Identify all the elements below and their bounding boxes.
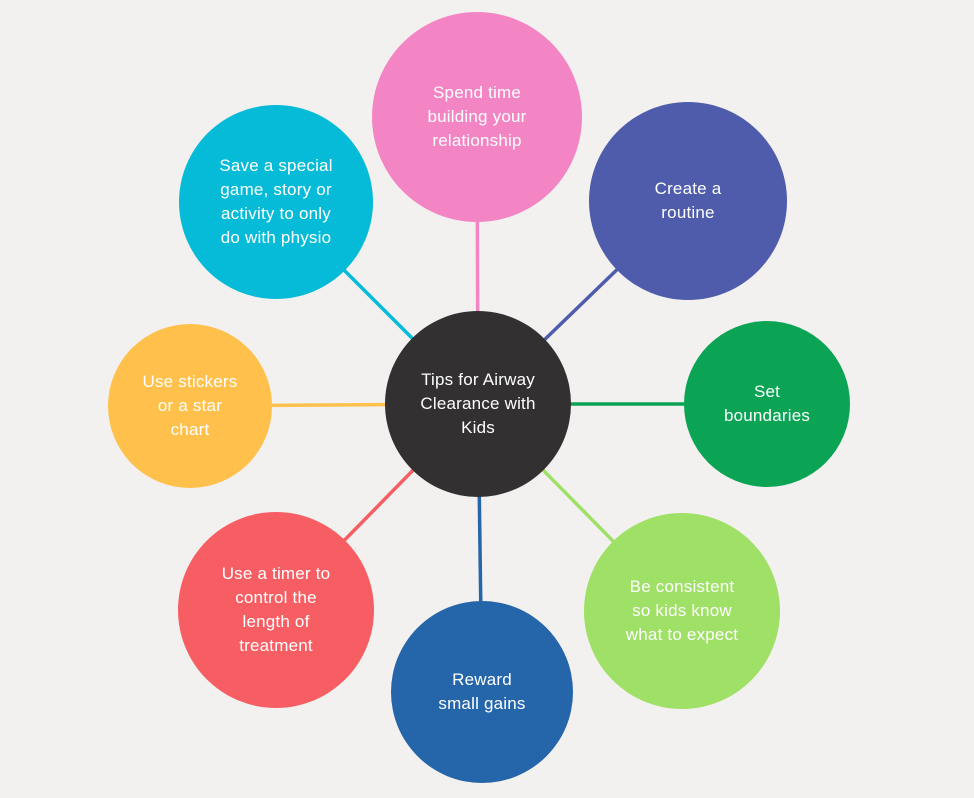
- node-label: Save a special game, story or activity t…: [219, 155, 333, 248]
- hub-circle-tips-for-airway-clearance: Tips for Airway Clearance with Kids: [385, 311, 571, 497]
- node-label: Use stickers or a star chart: [142, 371, 238, 440]
- node-spend-time-building-relationship: Spend time building your relationship: [372, 12, 582, 222]
- node-use-stickers-star-chart: Use stickers or a star chart: [108, 324, 272, 488]
- node-save-special-game-physio: Save a special game, story or activity t…: [179, 105, 373, 299]
- hub-label: Tips for Airway Clearance with Kids: [420, 369, 536, 438]
- node-set-boundaries: Set boundaries: [684, 321, 850, 487]
- node-use-a-timer: Use a timer to control the length of tre…: [178, 512, 374, 708]
- node-reward-small-gains: Reward small gains: [391, 601, 573, 783]
- node-label: Spend time building your relationship: [427, 82, 527, 151]
- node-label: Create a routine: [654, 178, 722, 222]
- node-label: Reward small gains: [438, 669, 526, 713]
- node-create-a-routine: Create a routine: [589, 102, 787, 300]
- node-label: Use a timer to control the length of tre…: [221, 563, 331, 656]
- node-label: Set boundaries: [723, 381, 811, 425]
- node-label: Be consistent so kids know what to expec…: [625, 576, 739, 645]
- node-be-consistent: Be consistent so kids know what to expec…: [584, 513, 780, 709]
